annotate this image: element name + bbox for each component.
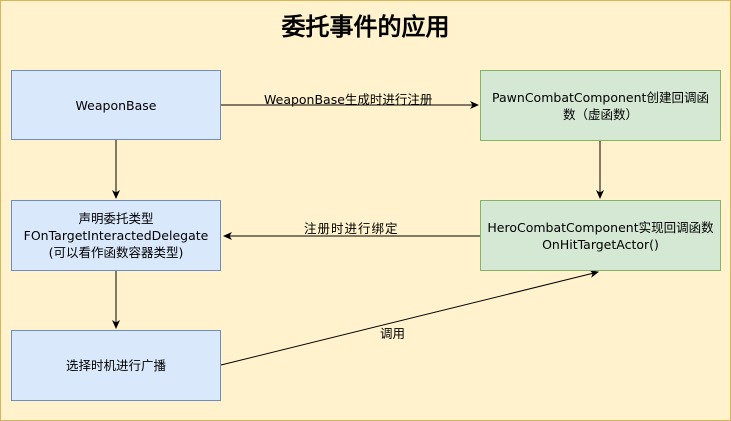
edge-label-register-on-create: WeaponBase生成时进行注册: [264, 92, 433, 107]
node-broadcast: 选择时机进行广播: [11, 330, 221, 401]
diagram-title: 委托事件的应用: [281, 13, 450, 41]
node-hero-combat-component: HeroCombatComponent实现回调函数 OnHitTargetAct…: [480, 200, 721, 271]
node-weapon-base: WeaponBase: [11, 70, 221, 140]
edge-label-bind-on-register: 注册时进行绑定: [304, 221, 399, 236]
node-pawn-combat-component: PawnCombatComponent创建回调函 数（虚函数）: [480, 70, 721, 141]
edge-broadcast-to-herocombat: [220, 270, 599, 366]
node-declare-delegate: 声明委托类型 FOnTargetInteractedDelegate (可以看作…: [11, 200, 221, 271]
edge-label-invoke: 调用: [380, 326, 406, 341]
